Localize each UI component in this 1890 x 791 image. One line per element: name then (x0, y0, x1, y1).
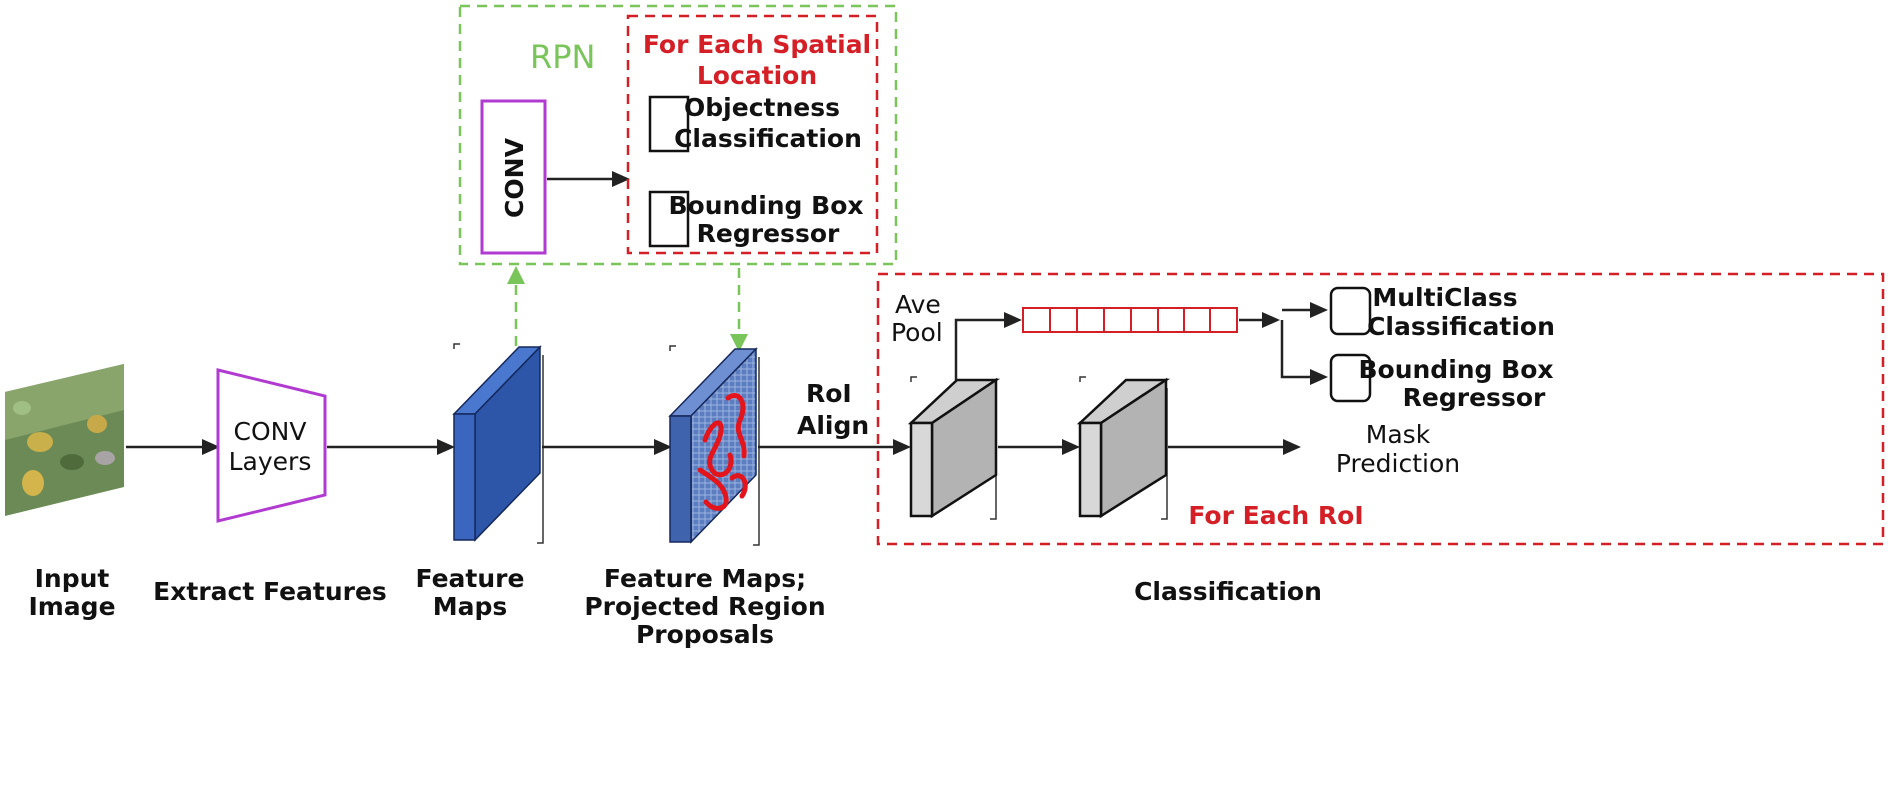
region-proposals-scribble (697, 393, 748, 511)
caption-extract: Extract Features (153, 577, 387, 606)
head-bbox-box (1329, 353, 1372, 403)
ave-pool-line2: Pool (891, 318, 943, 347)
rpn-bbox-line1: Bounding Box (668, 191, 863, 220)
rpn-conv-box (480, 99, 547, 255)
objectness-line2: Classification (674, 124, 862, 153)
conv-layers-line2: Layers (229, 447, 312, 476)
ave-pool-line1: Ave (895, 290, 941, 319)
multiclass-line2: Classification (1367, 312, 1555, 341)
spatial-title-line2: Location (697, 61, 817, 90)
for-each-roi-label: For Each RoI (1188, 501, 1363, 530)
caption-feature-line1: Feature (416, 564, 525, 593)
spatial-location-box (626, 14, 879, 255)
roi-feature-block-1 (907, 376, 1001, 520)
projected-proposals-block (668, 345, 760, 546)
roi-align-line2: Align (797, 411, 869, 440)
multiclass-box (1329, 286, 1372, 336)
objectness-box (648, 95, 690, 153)
caption-proj-line2: Projected Region (584, 592, 825, 621)
head-bbox-line2: Regressor (1403, 383, 1546, 412)
multiclass-line1: MultiClass (1372, 283, 1517, 312)
spatial-title-line1: For Each Spatial (643, 30, 871, 59)
rpn-bbox-box (648, 190, 690, 248)
caption-input-line2: Image (28, 592, 115, 621)
roi-align-line1: RoI (806, 379, 852, 408)
roi-feature-block-2 (1076, 376, 1171, 520)
ave-pool-branch (954, 318, 1008, 380)
roi-head-box (876, 272, 1885, 546)
feature-maps-block (452, 343, 544, 544)
caption-input-line1: Input (35, 564, 110, 593)
caption-classification: Classification (1134, 577, 1322, 606)
head-bbox-line1: Bounding Box (1358, 355, 1553, 384)
conv-layers-trapezoid (216, 368, 327, 523)
mask-line2: Prediction (1336, 449, 1460, 478)
rpn-box (458, 4, 898, 266)
rpn-conv-label: CONV (500, 137, 529, 218)
rpn-title: RPN (530, 38, 595, 76)
rpn-bbox-line2: Regressor (697, 219, 840, 248)
pooled-vector (1022, 307, 1238, 333)
objectness-line1: Objectness (684, 93, 840, 122)
caption-proj-line1: Feature Maps; (604, 564, 806, 593)
caption-feature-line2: Maps (433, 592, 508, 621)
mask-line1: Mask (1366, 420, 1431, 449)
input-image (5, 364, 124, 516)
conv-layers-line1: CONV (234, 417, 307, 446)
caption-proj-line3: Proposals (636, 620, 774, 649)
